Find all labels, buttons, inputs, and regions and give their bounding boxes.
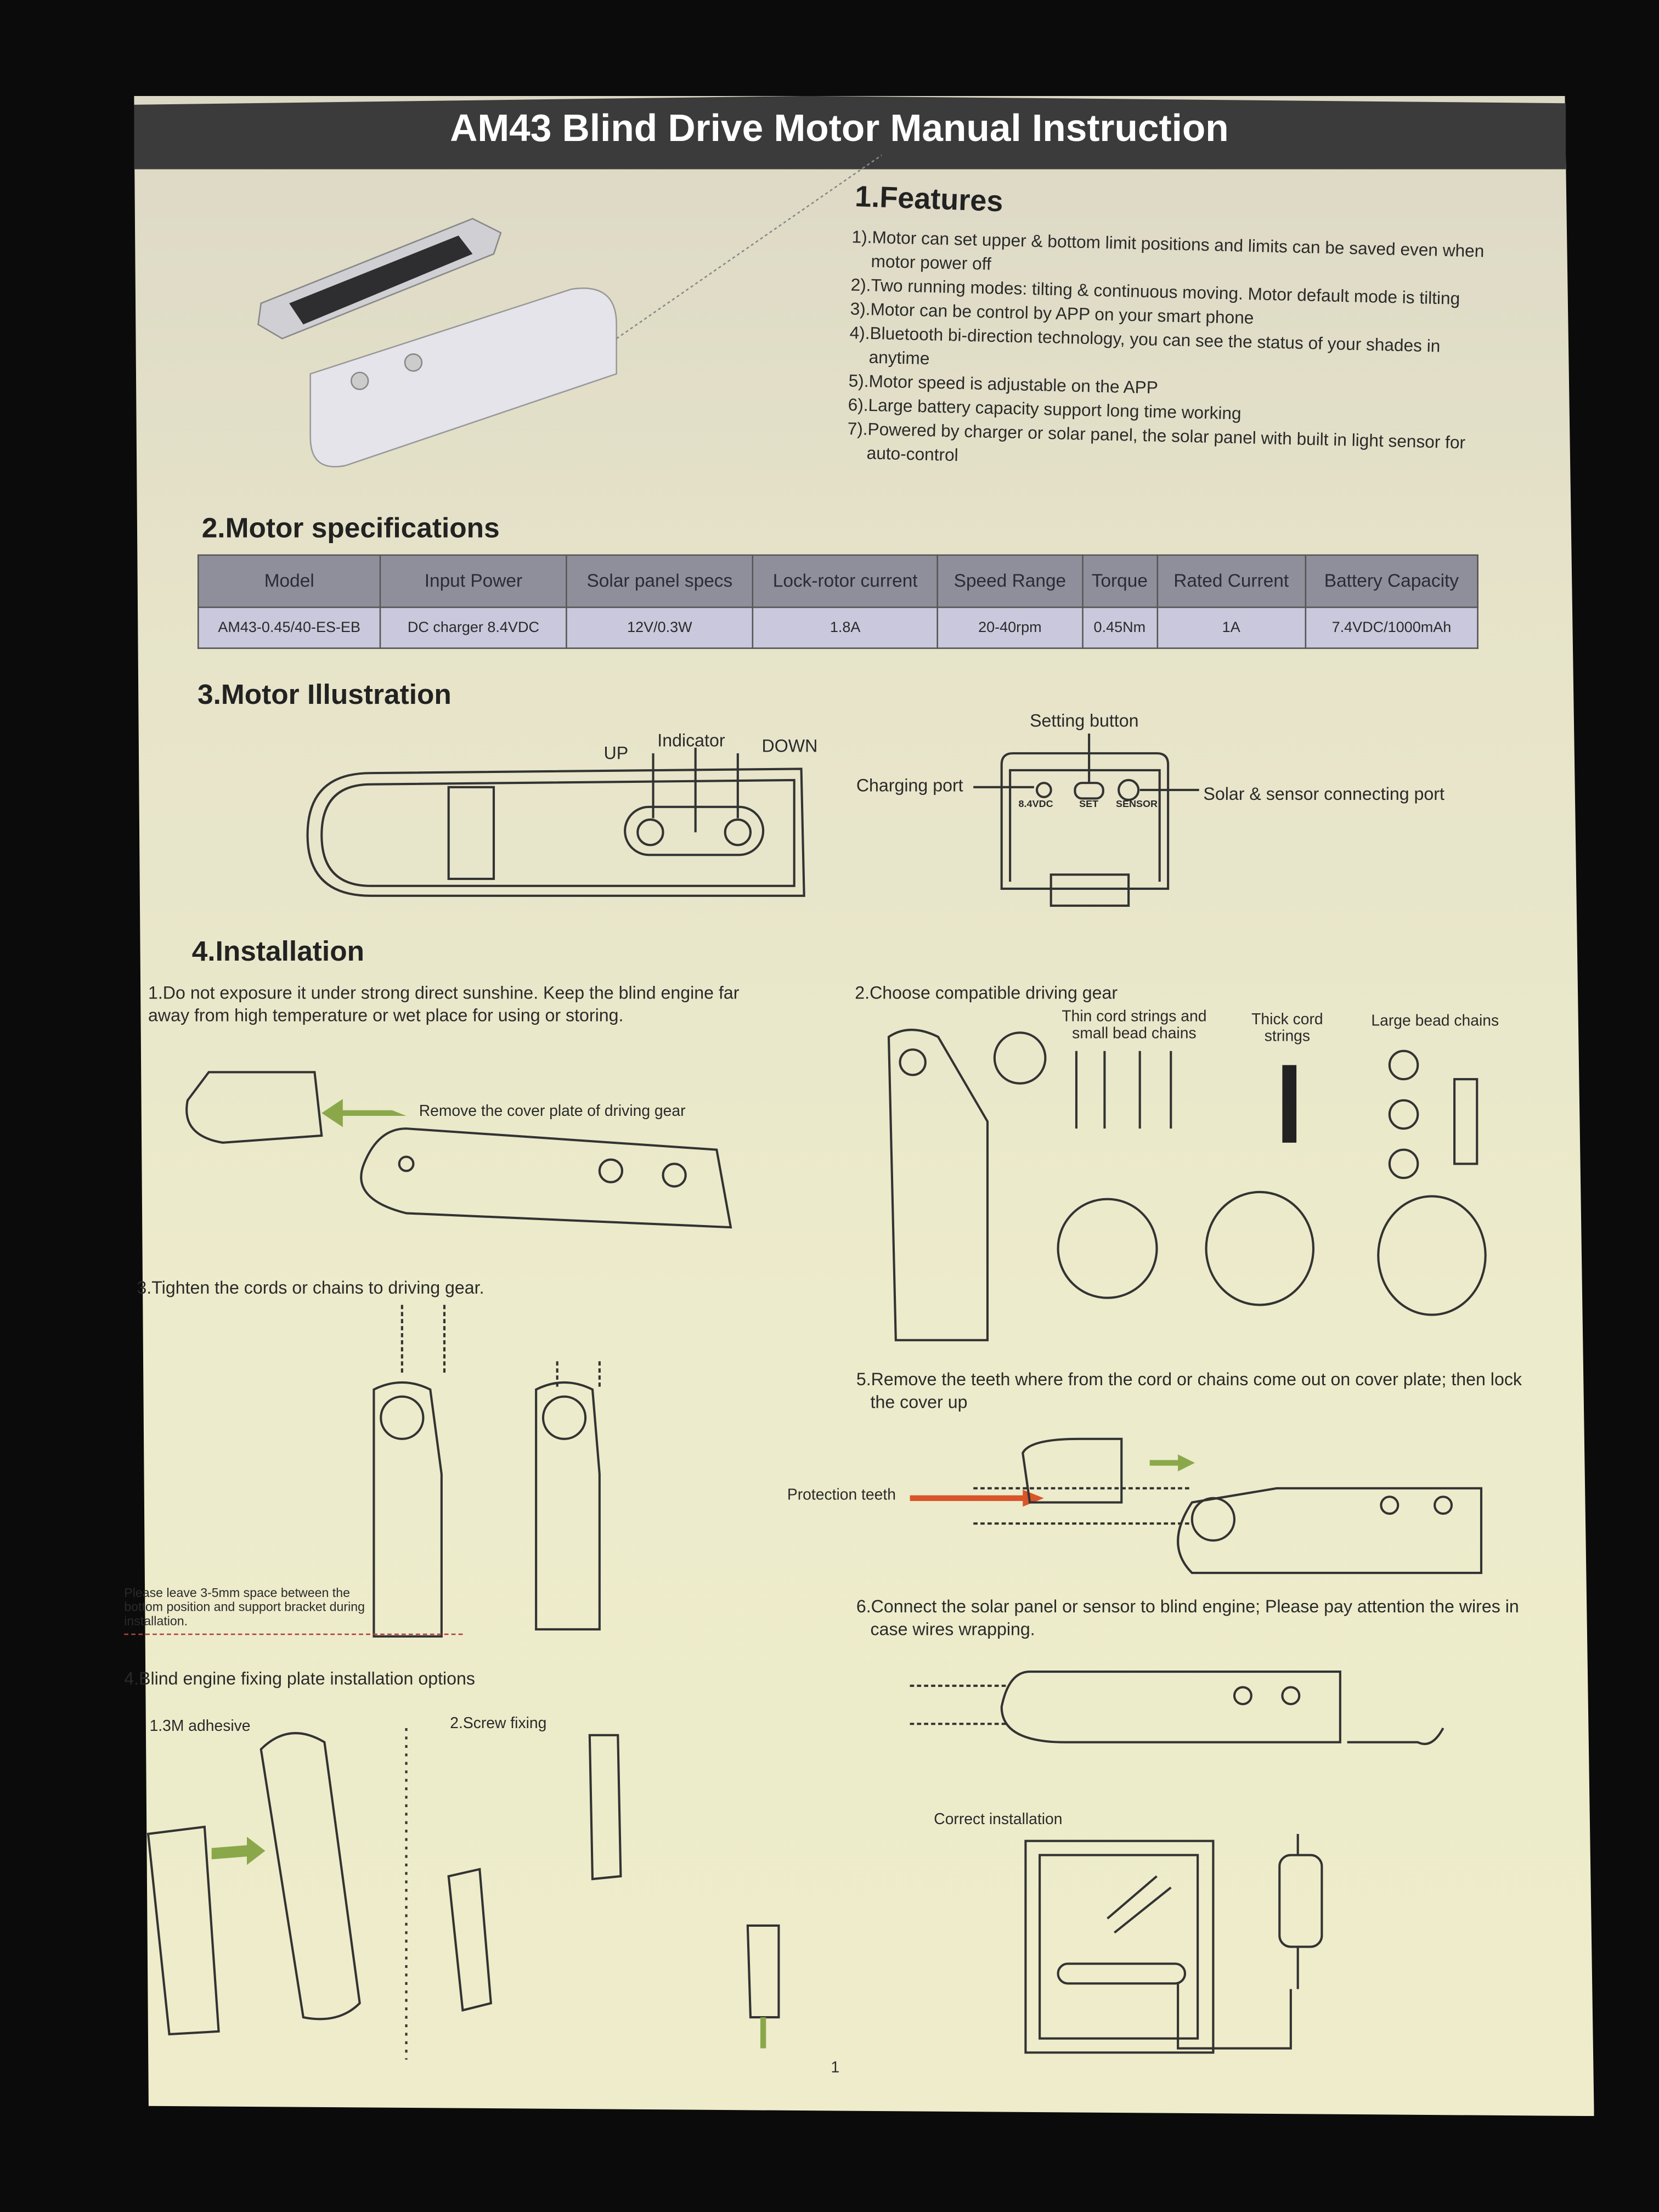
motor-top-view-drawing [306,747,805,897]
specs-heading: 2.Motor specifications [201,513,500,545]
table-cell: AM43-0.45/40-ES-EB [197,606,381,649]
column-header: Model [197,554,381,608]
remove-cover-drawing [185,1071,732,1229]
gear-type-large: Large bead chains [1371,1013,1499,1030]
motor-end-view-drawing [973,733,1199,907]
indicator-label: Indicator [657,730,725,751]
cover-lock-drawing [910,1437,1483,1575]
option2-label: 2.Screw fixing [450,1715,547,1733]
table-cell: 7.4VDC/1000mAh [1305,606,1479,649]
table-cell: 20-40rpm [936,606,1083,649]
column-header: Lock-rotor current [752,554,939,608]
remove-cover-label: Remove the cover plate of driving gear [419,1103,686,1120]
features-list: 1).Motor can set upper & bottom limit po… [847,225,1500,480]
solar-port-label: Solar & sensor connecting port [1203,784,1444,804]
column-header: Torque [1081,554,1158,608]
setting-button-label: Setting button [1030,710,1139,731]
table-cell: 1A [1156,606,1306,649]
table-cell: 1.8A [752,606,939,649]
solar-connect-drawing [910,1671,1444,1745]
product-photo [257,154,882,467]
table-cell: DC charger 8.4VDC [379,606,567,649]
fixing-plate-drawing [146,1728,780,2060]
step5-text: 5.Remove the teeth where from the cord o… [856,1369,1522,1412]
correct-installation-label: Correct installation [934,1811,1063,1829]
table-row: AM43-0.45/40-ES-EB DC charger 8.4VDC 12V… [197,606,1479,649]
driving-gear-drawing [887,1029,1487,1341]
charging-port-label: Charging port [856,776,963,796]
step2-text: 2.Choose compatible driving gear [855,983,1118,1003]
illustration-heading: 3.Motor Illustration [197,680,452,711]
table-header-row: Model Input Power Solar panel specs Lock… [197,554,1479,608]
manual-title: AM43 Blind Drive Motor Manual Instructio… [450,107,1229,150]
table-cell: 12V/0.3W [566,606,754,649]
port-label-charging: 8.4VDC [1018,799,1053,810]
bracket-line [124,1633,463,1635]
column-header: Speed Range [936,554,1083,608]
column-header: Input Power [379,554,567,608]
step4-text: 4.Blind engine fixing plate installation… [124,1668,475,1689]
gear-type-thick: Thick cord strings [1251,1011,1323,1046]
protection-teeth-label: Protection teeth [787,1487,896,1504]
step1-text: 1.Do not exposure it under strong direct… [148,983,740,1026]
page-number: 1 [831,2059,840,2077]
step6-text: 6.Connect the solar panel or sensor to b… [856,1596,1519,1639]
up-label: UP [603,743,629,764]
port-label-set: SET [1079,799,1099,810]
port-label-sensor: SENSOR [1115,799,1158,810]
down-label: DOWN [761,736,818,757]
features-heading: 1.Features [854,180,1004,219]
column-header: Rated Current [1156,554,1306,608]
installation-heading: 4.Installation [191,936,365,968]
column-header: Battery Capacity [1305,554,1479,608]
column-header: Solar panel specs [566,554,754,608]
tighten-chain-drawing [373,1305,601,1638]
specs-table: Model Input Power Solar panel specs Lock… [197,554,1479,649]
correct-installation-drawing [1024,1833,1323,2054]
spacing-note: Please leave 3-5mm space between the bot… [124,1585,365,1628]
title-bar [134,95,1566,170]
option1-label: 1.3M adhesive [149,1718,251,1735]
step3-text: 3.Tighten the cords or chains to driving… [137,1278,484,1298]
gear-type-thin: Thin cord strings and small bead chains [1062,1008,1207,1043]
table-cell: 0.45Nm [1081,606,1158,649]
